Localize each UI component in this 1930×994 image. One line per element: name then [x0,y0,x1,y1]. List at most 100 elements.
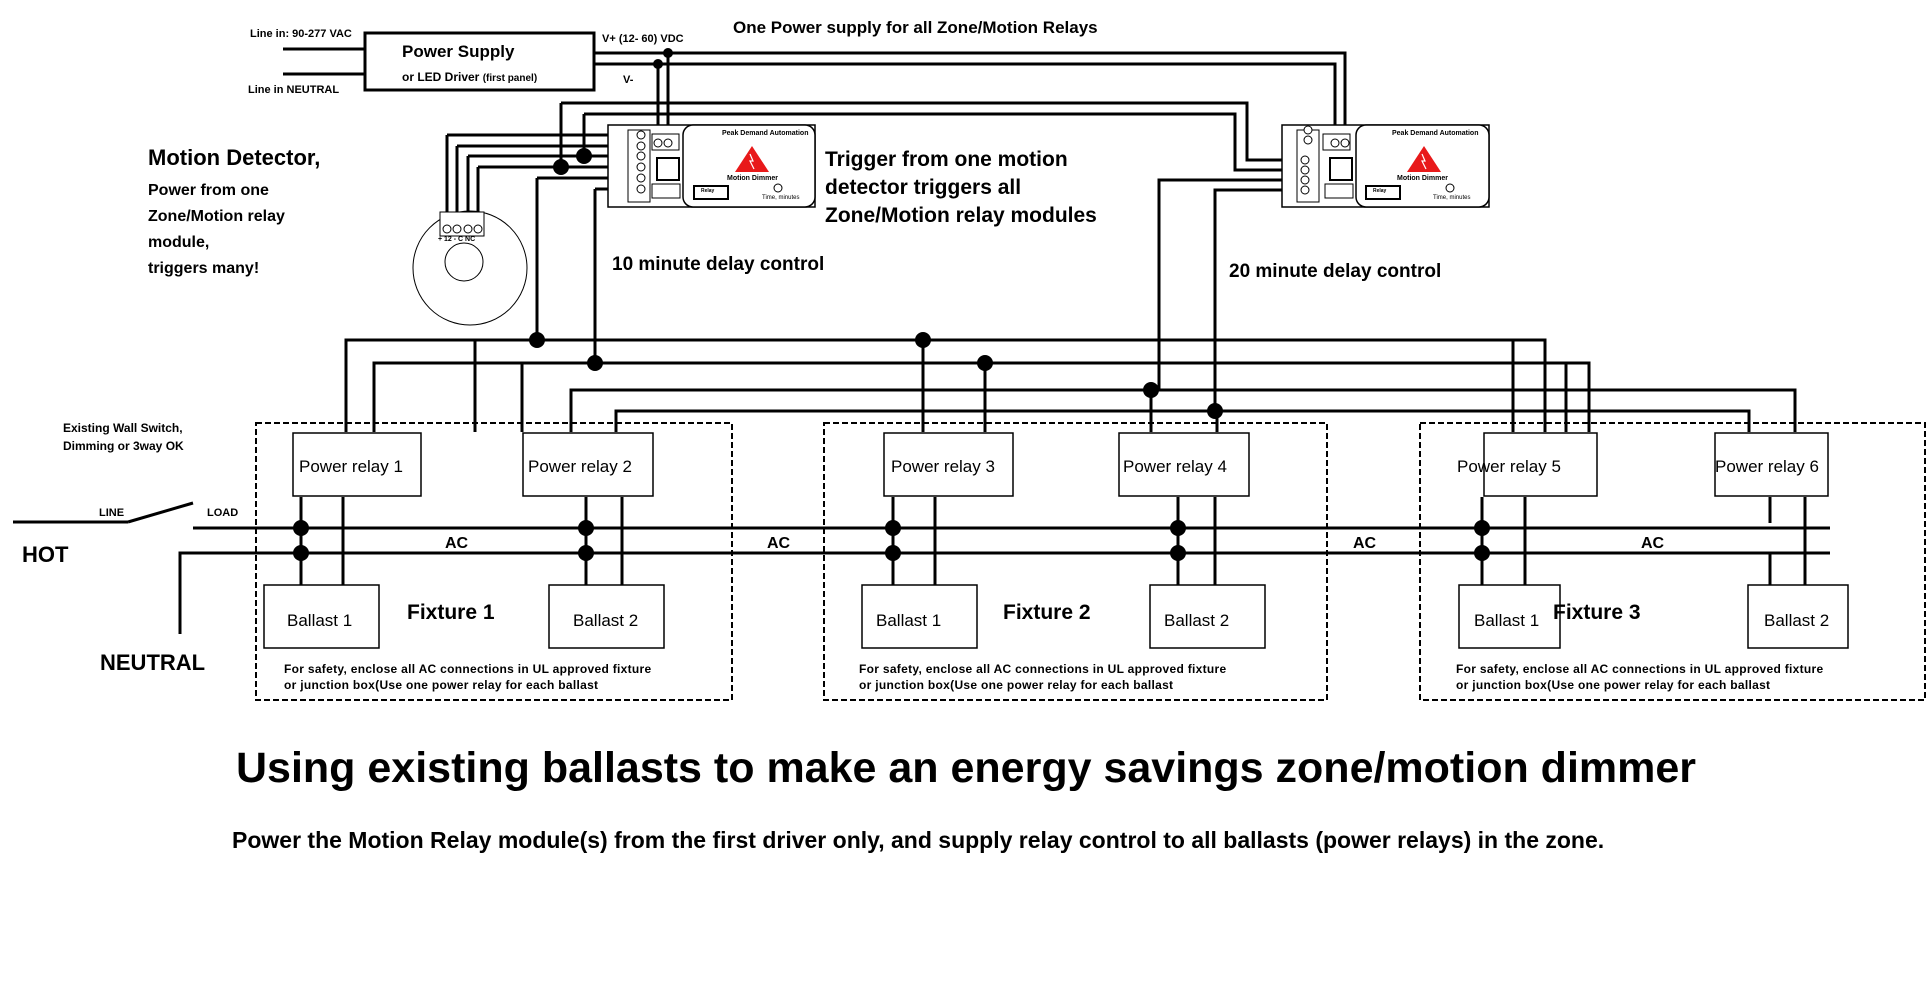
power-relay-4-label: Power relay 4 [1123,457,1227,476]
wall-switch-note: Existing Wall Switch, Dimming or 3way OK [63,419,184,455]
bus-2 [372,361,1591,432]
power-relay-6-box [1714,432,1829,497]
safety-note-line: For safety, enclose all AC connections i… [1456,662,1824,676]
vminus-label: V- [623,74,634,86]
bus-3 [569,388,1797,432]
ballast-3-box [861,584,978,649]
power-relay-1-box [292,432,422,497]
ballast-2-label: Ballast 2 [1764,611,1830,630]
trigger-note: Trigger from one motion detector trigger… [825,146,1097,230]
ballast-1-box [263,584,380,649]
safety-note-line: For safety, enclose all AC connections i… [859,662,1227,676]
module-2-brand: Peak Demand Automation [1392,130,1479,137]
power-supply-subtitle: or LED Driver (first panel) [402,70,538,85]
fixture-3-enclosure [1419,422,1926,701]
line-in-label: Line in: 90-277 VAC [250,28,352,40]
fixture-enclosures [255,422,1926,701]
motion-detector-line: Power from one [148,182,269,199]
safety-note-line: or junction box(Use one power relay for … [859,678,1174,692]
fixture-1-label: Fixture 1 [407,601,495,624]
power-relay-2-label: Power relay 2 [528,457,632,476]
fixture-2-label: Fixture 2 [1003,601,1091,624]
ac-label: AC [1353,535,1377,552]
power-supply-title: Power Supply [402,42,515,61]
power-relay-1-label: Power relay 1 [299,457,403,476]
power-supply-subtitle-text: or LED Driver [402,70,480,84]
vplus-label: V+ (12- 60) VDC [602,33,684,45]
page-description: Power the Motion Relay module(s) from th… [232,827,1605,853]
bus-4 [614,409,1751,432]
ballast-2-label: Ballast 2 [1164,611,1230,630]
power-relay-5-label: Power relay 5 [1457,457,1561,476]
motion-dimmer-module-2 [1281,124,1490,208]
motion-dimmer-module-1 [607,124,816,208]
m2-out-b [1213,188,1305,411]
module-1-name: Motion Dimmer [727,175,778,182]
trigger-note-line: detector triggers all [825,176,1022,199]
load-label: LOAD [207,507,239,519]
fixture-2-safety-note: For safety, enclose all AC connections i… [859,661,1227,693]
motion-detector-line: Zone/Motion relay [148,208,285,225]
hot-label: HOT [22,542,69,567]
motion-detector-description: Power from one Zone/Motion relay module,… [148,178,285,282]
ballast-2-box [548,584,665,649]
detector-terminal-labels: + 12 - C NC [438,236,476,243]
fixture-2-enclosure [823,422,1328,701]
ballast-1-label: Ballast 1 [287,611,353,630]
fixture-3-safety-note: For safety, enclose all AC connections i… [1456,661,1824,693]
trigger-link-b [584,112,1305,172]
line-label: LINE [99,507,125,519]
safety-note-line: or junction box(Use one power relay for … [284,678,599,692]
ballast-4-box [1149,584,1266,649]
ballast-2-label: Ballast 2 [573,611,639,630]
m2-out-a [1157,178,1305,390]
page-title: Using existing ballasts to make an energ… [236,744,1697,792]
trigger-note-line: Zone/Motion relay modules [825,204,1097,227]
module-2-knob-label: Time, minutes [1433,195,1471,201]
power-relay-2-box [522,432,654,497]
trigger-note-line: Trigger from one motion [825,148,1068,171]
motion-detector [412,210,528,326]
power-relay-4-box [1118,432,1250,497]
motion-detector-heading: Motion Detector, [148,145,321,170]
module-2-name: Motion Dimmer [1397,175,1448,182]
power-supply-box [363,31,596,92]
module-2-delay-note: 20 minute delay control [1229,261,1442,282]
fixture-1-enclosure [255,422,733,701]
ballast-5-box [1458,584,1561,649]
ac-label: AC [445,535,469,552]
fixture-3-label: Fixture 3 [1553,601,1641,624]
lightning-bolt-icon [749,153,755,170]
vplus-bus [594,51,1347,135]
power-relay-3-label: Power relay 3 [891,457,995,476]
motion-detector-line: triggers many! [148,260,260,277]
safety-note-line: For safety, enclose all AC connections i… [284,662,652,676]
power-supply-note: (first panel) [482,73,538,84]
safety-note-line: or junction box(Use one power relay for … [1456,678,1771,692]
ballast-1-label: Ballast 1 [1474,611,1540,630]
module-1-relay-label: Relay [701,188,715,194]
ballast-1-label: Ballast 1 [876,611,942,630]
wall-switch-note-line: Dimming or 3way OK [63,439,184,453]
trigger-link-a [561,101,1305,162]
vminus-bus [594,62,1337,135]
motion-detector-line: module, [148,234,210,251]
power-relay-5-box [1483,432,1598,497]
ballast-6-box [1747,584,1849,649]
wires [13,47,1830,634]
ac-label: AC [1641,535,1665,552]
neutral-label: NEUTRAL [100,650,206,675]
ac-label: AC [767,535,791,552]
lightning-bolt-icon [1421,153,1427,170]
switch-lever [127,501,194,524]
module-1-knob-label: Time, minutes [762,195,800,201]
power-relay-3-box [883,432,1014,497]
header-note: One Power supply for all Zone/Motion Rel… [733,18,1098,37]
component-boxes [263,432,1849,649]
module-1-brand: Peak Demand Automation [722,130,809,137]
module-1-delay-note: 10 minute delay control [612,254,825,275]
power-relay-6-label: Power relay 6 [1715,457,1819,476]
fixture-wiring [299,497,1807,585]
bus-1 [344,338,1547,432]
